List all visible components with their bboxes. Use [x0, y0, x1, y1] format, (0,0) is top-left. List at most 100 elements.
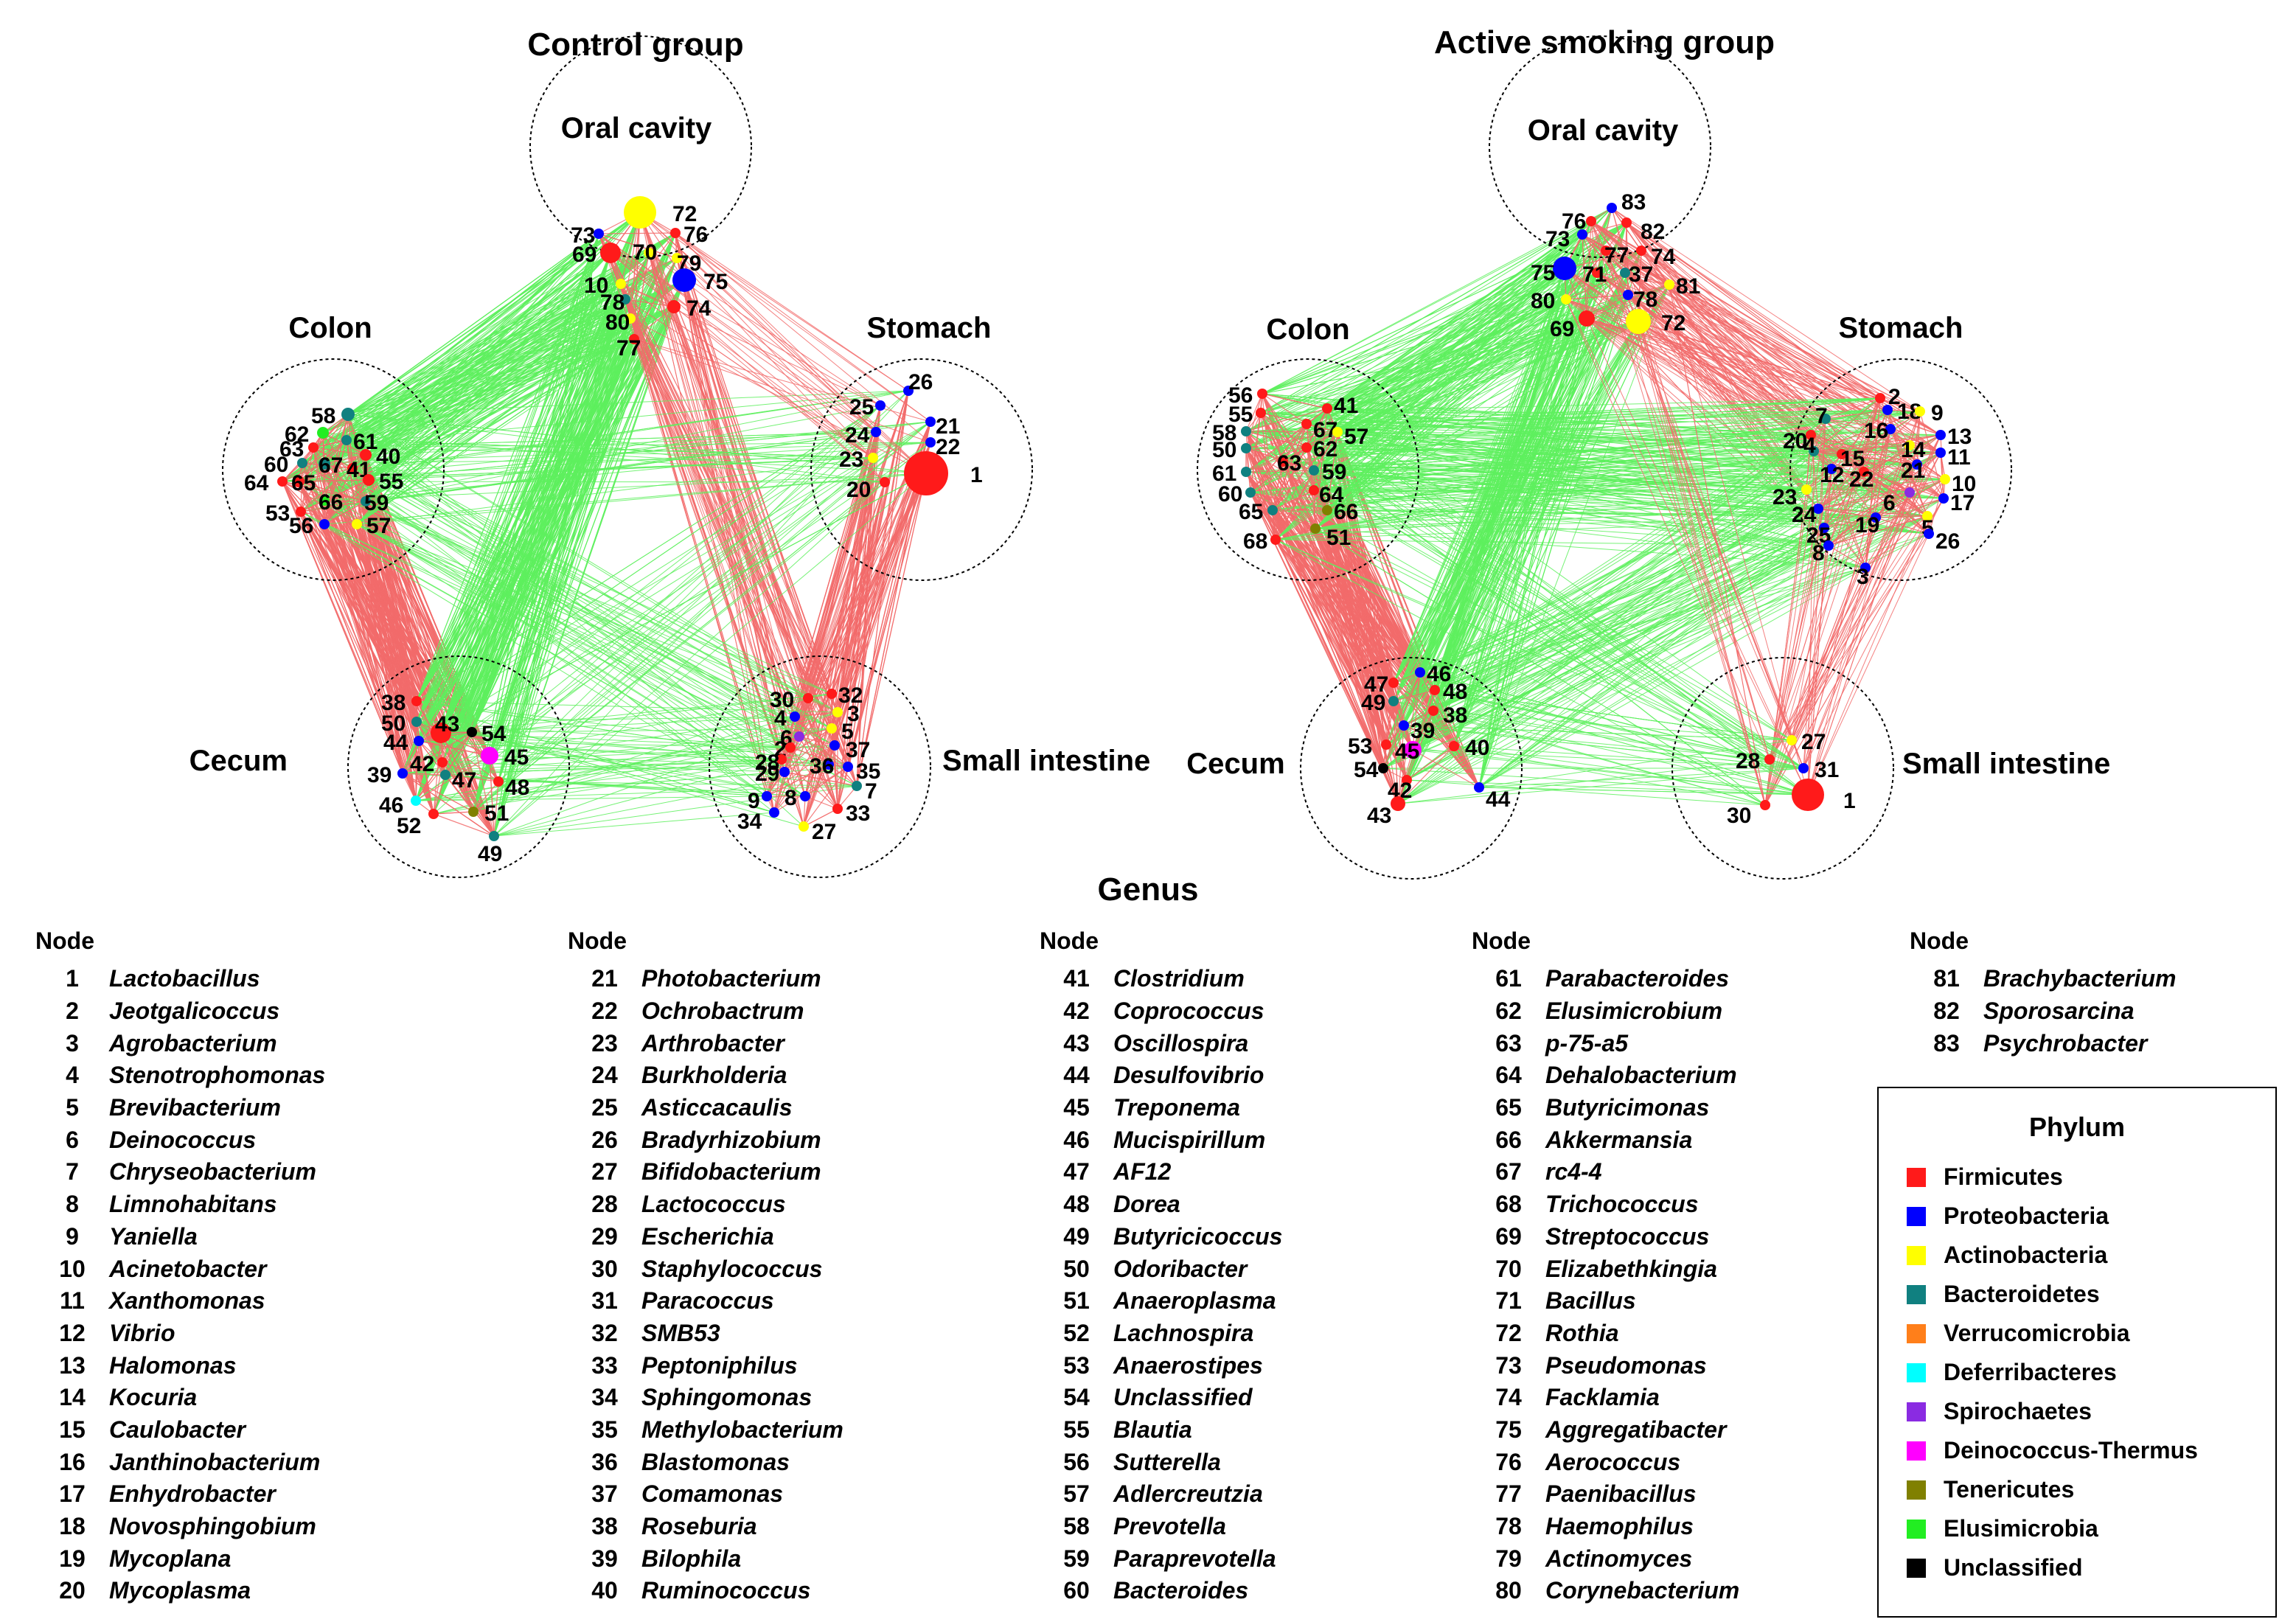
genus-name: Adlercreutzia	[1113, 1480, 1263, 1508]
network-edge	[1823, 471, 1865, 529]
network-edge	[1397, 725, 1405, 804]
network-edge	[1478, 515, 1928, 788]
network-edge	[282, 457, 874, 482]
node-label: 32	[838, 683, 863, 708]
node-58	[341, 408, 355, 421]
network-edge	[313, 299, 626, 448]
network-edge	[1825, 418, 1891, 430]
network-edge	[298, 432, 324, 482]
network-edge	[1250, 492, 1276, 540]
genus-name: Prevotella	[1113, 1513, 1226, 1540]
network-edge	[1863, 471, 1944, 499]
legend-label: Elusimicrobia	[1944, 1515, 2098, 1542]
network-edge	[416, 318, 631, 702]
network-edge	[598, 233, 877, 433]
network-edge	[1275, 470, 1315, 540]
network-edge	[1564, 250, 1642, 269]
node-54	[1378, 763, 1388, 773]
node-3	[832, 707, 843, 717]
genus-node-number: 54	[1063, 1384, 1090, 1411]
network-edge	[1306, 272, 1598, 448]
network-edge	[1406, 515, 1928, 781]
network-edge	[1272, 434, 1812, 511]
node-label: 35	[856, 759, 880, 784]
network-edge	[1245, 250, 1607, 473]
network-edge	[324, 523, 420, 742]
network-edge	[639, 212, 877, 433]
genus-node-number: 58	[1063, 1513, 1090, 1540]
network-edge	[282, 421, 931, 482]
node-78	[1623, 290, 1633, 300]
network-edge	[630, 212, 641, 319]
network-edge	[630, 318, 927, 474]
network-edge	[498, 306, 675, 782]
node-58	[1241, 426, 1251, 436]
genus-name: Paracoccus	[641, 1287, 774, 1315]
network-edge	[1326, 222, 1627, 409]
network-edge	[402, 279, 685, 774]
network-edge	[346, 439, 927, 474]
genus-name: Asticcacaulis	[641, 1094, 793, 1121]
node-label: 53	[1348, 734, 1372, 759]
node-64	[277, 476, 288, 487]
network-edge	[322, 432, 366, 502]
genus-node-number: 60	[1063, 1577, 1090, 1604]
network-edge	[1313, 453, 1843, 491]
genus-node-number: 15	[59, 1416, 86, 1443]
network-edge	[1397, 545, 1829, 804]
genus-name: Clostridium	[1113, 965, 1245, 992]
network-edge	[831, 473, 927, 729]
network-edge	[1393, 682, 1455, 747]
network-edge	[1590, 220, 1918, 465]
network-edge	[1764, 527, 1825, 806]
network-edge	[365, 306, 675, 456]
node-38	[1428, 706, 1439, 716]
node-54	[467, 727, 477, 737]
network-edge	[282, 442, 931, 482]
node-label: 64	[1319, 483, 1344, 507]
region-label: Small intestine	[942, 745, 1150, 777]
network-edge	[673, 306, 838, 810]
genus-node-number: 10	[59, 1255, 86, 1282]
genus-name: Butyricicoccus	[1113, 1222, 1283, 1250]
node-57	[1332, 427, 1343, 437]
node-label: 26	[908, 370, 933, 394]
genus-name: Brevibacterium	[109, 1094, 281, 1121]
network-edge	[440, 732, 806, 797]
region-circle	[709, 655, 931, 878]
node-label: 64	[244, 471, 269, 495]
genus-name: Xanthomonas	[109, 1287, 265, 1315]
network-edge	[1478, 284, 1670, 788]
network-edge	[1817, 411, 1921, 509]
node-83	[1607, 203, 1617, 213]
network-edge	[1596, 272, 1804, 769]
node-52	[428, 809, 439, 819]
genus-name: Roseburia	[641, 1513, 757, 1540]
node-30	[1760, 800, 1770, 810]
node-label: 78	[600, 290, 625, 315]
network-edge	[418, 306, 675, 742]
network-edge	[302, 442, 931, 464]
genus-node-number: 82	[1933, 998, 1960, 1025]
network-edge	[1275, 445, 1910, 540]
region-label: Cecum	[189, 745, 288, 777]
node-label: 17	[1950, 491, 1975, 515]
network-edge	[1825, 397, 1881, 420]
network-edge	[1641, 250, 1881, 399]
node-2	[785, 742, 796, 753]
network-edge	[1478, 527, 1825, 788]
genus-name: Lactococcus	[641, 1191, 786, 1218]
network-edge	[365, 233, 599, 502]
node-80	[625, 313, 636, 324]
network-edge	[1245, 431, 1338, 473]
network-edge	[1397, 294, 1629, 804]
node-53	[1381, 739, 1391, 750]
node-64	[1309, 485, 1319, 495]
node-75	[672, 268, 696, 292]
network-edge	[1326, 268, 1565, 409]
